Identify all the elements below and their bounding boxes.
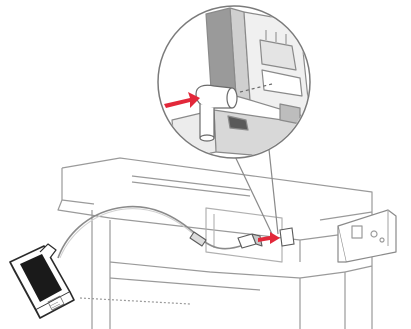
- printer-control-panel: [338, 210, 396, 262]
- magnifier-callout: [158, 6, 312, 234]
- power-socket: [280, 228, 294, 246]
- ac-adapter-icon: [10, 244, 74, 318]
- power-connector: [190, 232, 262, 248]
- printer-base-outline: [58, 158, 372, 329]
